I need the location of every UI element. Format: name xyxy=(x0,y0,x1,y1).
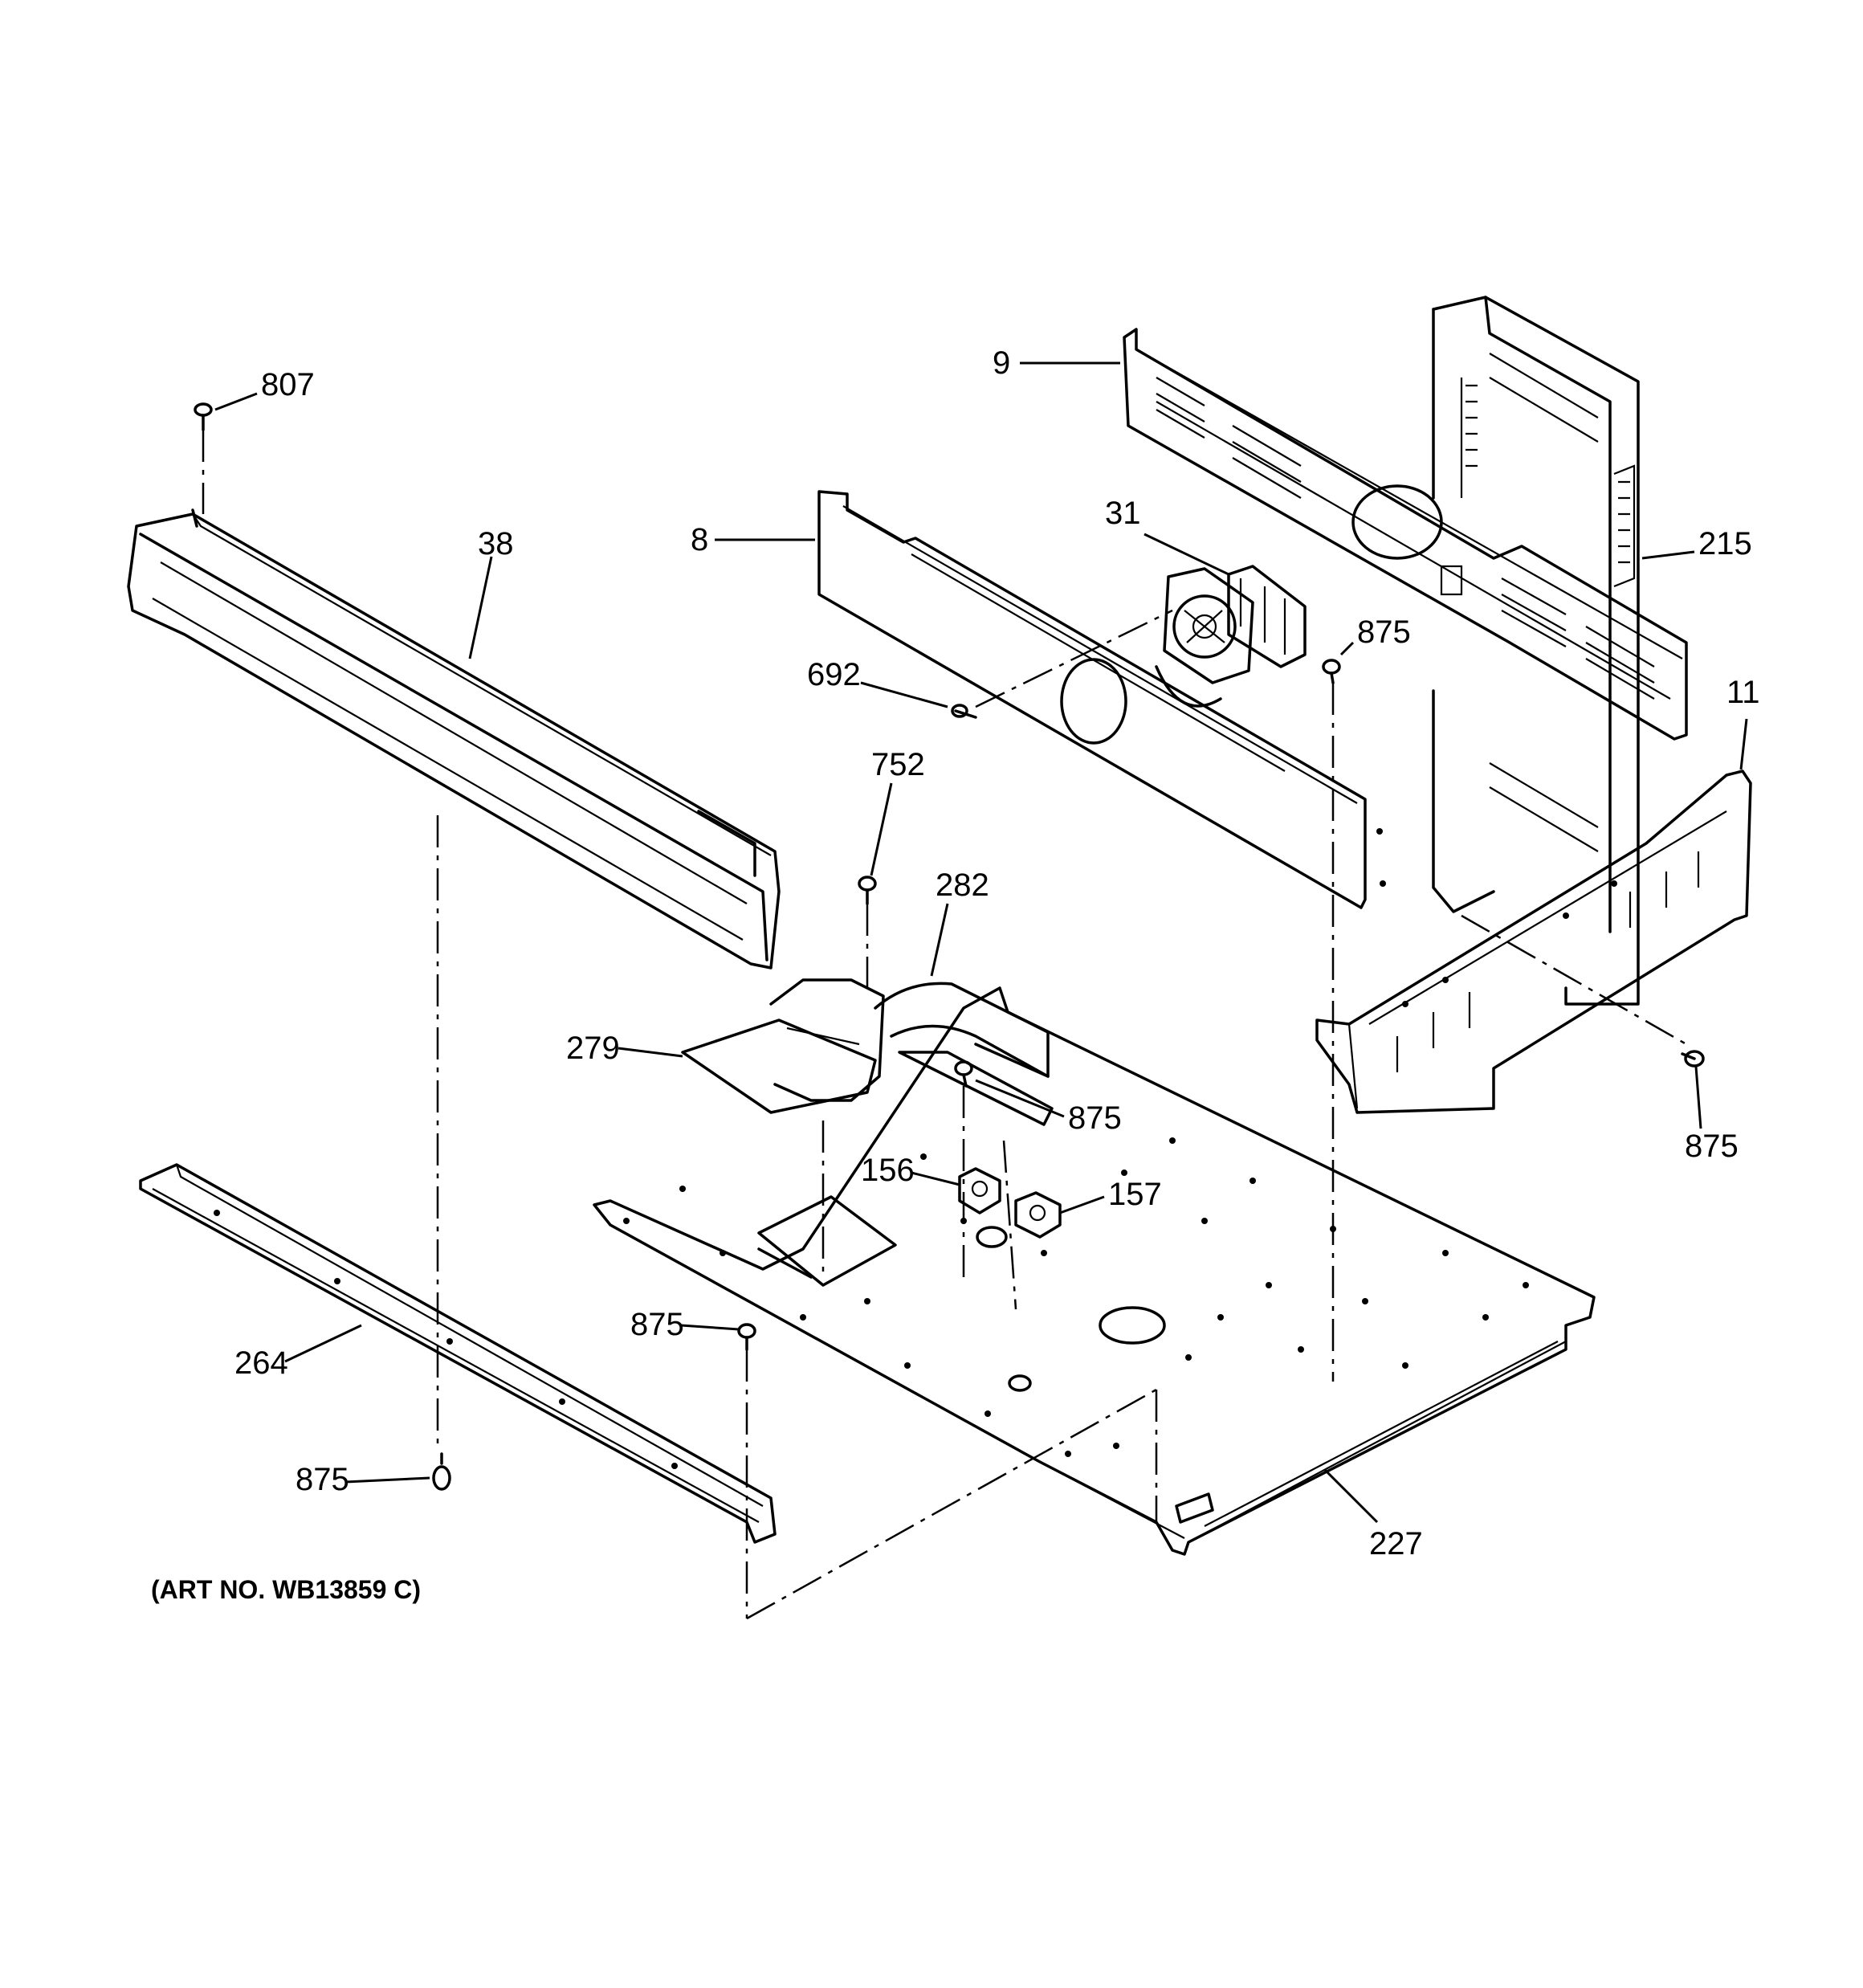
part-279-282-duct xyxy=(681,978,1050,1114)
part-9-upper-bracket xyxy=(1123,328,1688,741)
part-264-front-rail xyxy=(139,1163,777,1544)
callout-752: 752 xyxy=(871,747,925,782)
callout-875-fan: 875 xyxy=(1357,614,1411,650)
callout-227: 227 xyxy=(1369,1526,1423,1561)
callout-264: 264 xyxy=(234,1345,288,1381)
art-number-label: (ART NO. WB13859 C) xyxy=(151,1575,421,1604)
part-156-157-thermostats xyxy=(958,1167,1062,1248)
callout-807: 807 xyxy=(261,367,315,402)
part-31-cooling-fan xyxy=(1163,565,1307,684)
screw-875-right xyxy=(1681,1050,1705,1067)
callout-9: 9 xyxy=(993,345,1010,381)
callout-labels: 807 38 9 8 31 215 875 692 11 752 282 279… xyxy=(234,345,1760,1561)
screw-807 xyxy=(194,402,213,431)
screw-875-mid xyxy=(954,1060,973,1088)
callout-38: 38 xyxy=(478,526,514,561)
screw-875-lower xyxy=(737,1323,756,1351)
callout-875-right: 875 xyxy=(1685,1129,1739,1164)
screw-875-left xyxy=(432,1452,451,1491)
screw-875-fan xyxy=(1322,659,1341,684)
callout-11: 11 xyxy=(1726,675,1760,710)
callout-692: 692 xyxy=(807,657,861,692)
callout-875-lower: 875 xyxy=(630,1307,684,1342)
screw-692 xyxy=(951,704,977,719)
callout-215: 215 xyxy=(1698,526,1752,561)
callout-282: 282 xyxy=(936,867,989,903)
callout-156: 156 xyxy=(861,1153,915,1188)
part-227-base-plate xyxy=(593,986,1596,1556)
part-215-side-channel xyxy=(1432,296,1640,1006)
alignment-lines xyxy=(202,430,1687,1620)
callout-875-left: 875 xyxy=(296,1462,349,1497)
callout-8: 8 xyxy=(691,522,708,557)
leader-lines xyxy=(214,361,1748,1524)
part-8-baffle xyxy=(817,490,1386,909)
screw-752 xyxy=(858,876,877,905)
callout-875-mid: 875 xyxy=(1068,1100,1122,1136)
callout-157: 157 xyxy=(1108,1177,1162,1212)
callout-279: 279 xyxy=(566,1031,620,1066)
part-38-vent-trim xyxy=(127,508,781,970)
callout-31: 31 xyxy=(1105,496,1141,531)
part-11-mount-bracket xyxy=(1315,769,1752,1114)
